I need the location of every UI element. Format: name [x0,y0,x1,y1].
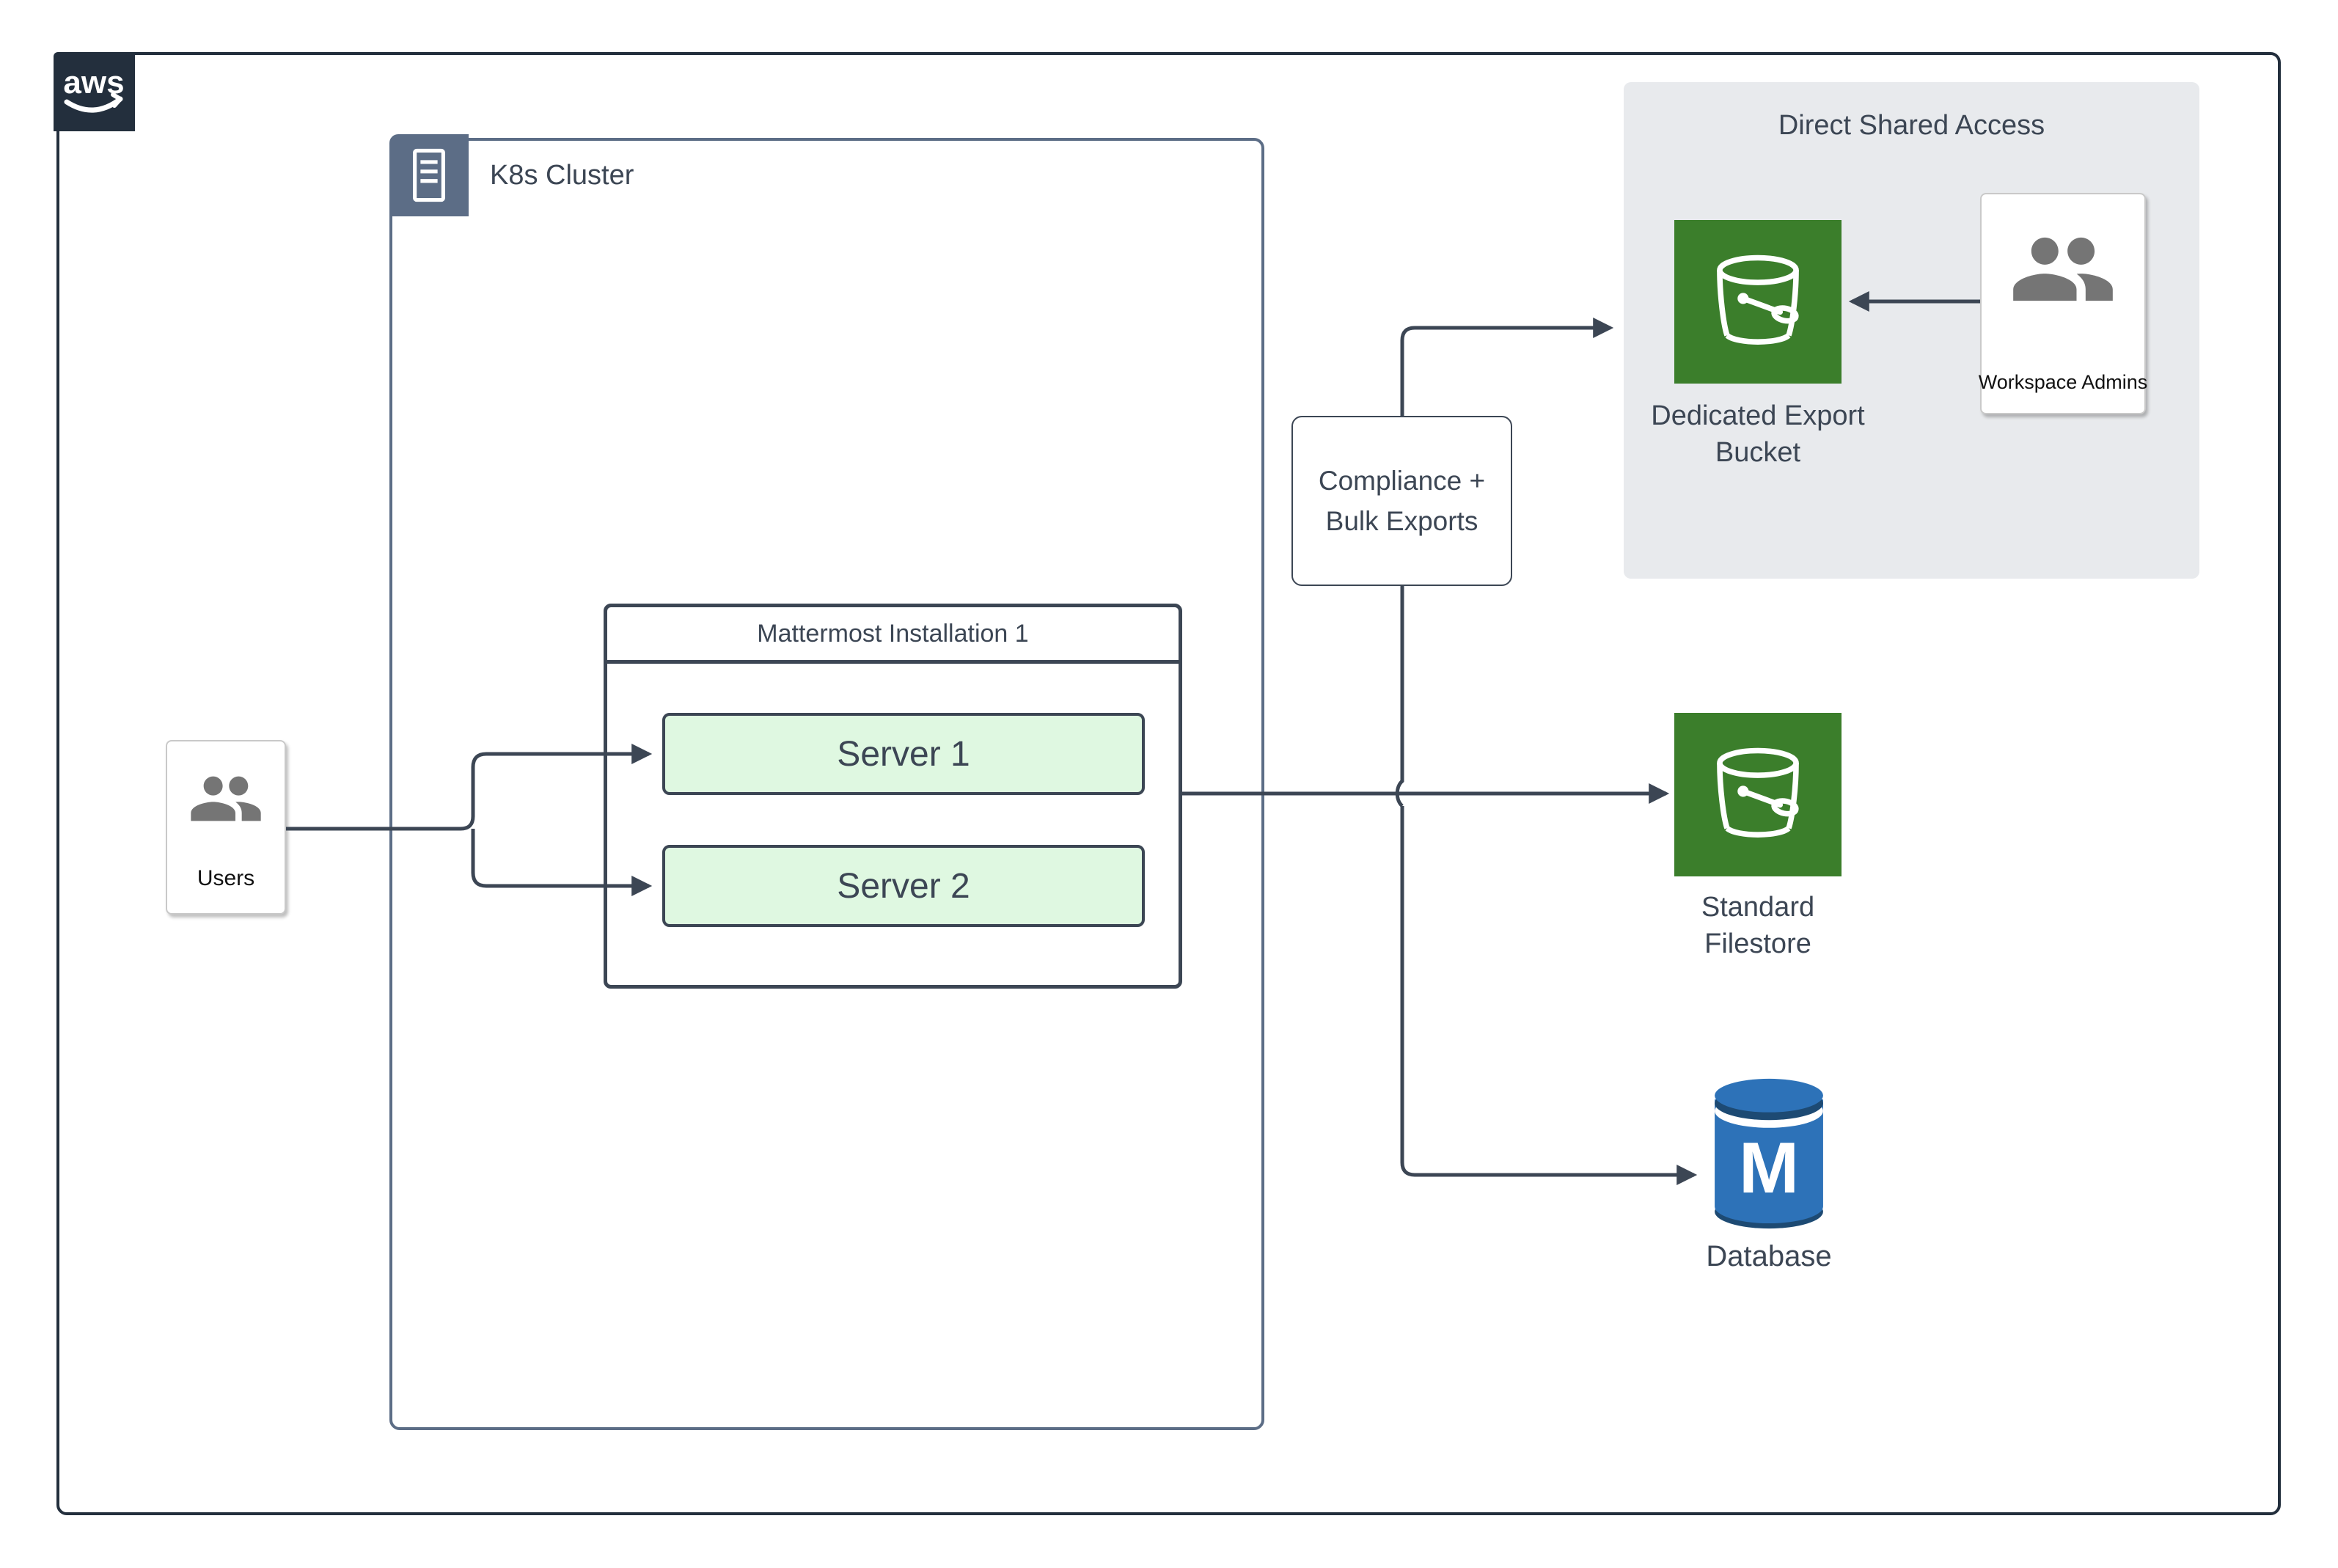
users-label: Users [197,866,255,890]
mattermost-installation-title: Mattermost Installation 1 [607,607,1179,664]
k8s-cluster-label: K8s Cluster [490,160,634,191]
server-1-label: Server 1 [837,734,970,774]
s3-bucket-icon [1717,254,1799,345]
k8s-cluster-tab [389,134,469,216]
workspace-admins-icon [2013,237,2113,301]
s3-bucket-icon [1717,747,1799,838]
compliance-label-line2: Bulk Exports [1325,506,1478,536]
server-2-box: Server 2 [662,845,1145,927]
workspace-admins-label: Workspace Admins [1978,371,2148,393]
direct-shared-access-title: Direct Shared Access [1778,110,2045,141]
server-1-box: Server 1 [662,713,1145,795]
standard-filestore-bucket [1674,713,1842,876]
workspace-admins-card: Workspace Admins [1978,193,2148,414]
users-icon [191,776,261,821]
dedicated-export-bucket-label: Dedicated Export Bucket [1651,400,1865,468]
database-letter: M [1739,1127,1799,1208]
compliance-bulk-exports-box: Compliance + Bulk Exports [1291,416,1512,586]
database-shape: M [1704,1071,1833,1237]
mattermost-installation-box: Mattermost Installation 1 Server 1 Serve… [604,604,1182,989]
aws-logo-icon: aws [63,65,125,113]
aws-cloud-boundary [56,52,2281,1515]
compliance-label-line1: Compliance + [1318,466,1486,496]
standard-filestore-label: Standard Filestore [1701,892,1815,959]
aws-logo: aws [54,52,135,131]
users-card: Users [166,740,286,915]
database-cylinder-icon: M [1715,1078,1823,1229]
aws-smile-icon [64,96,123,113]
dedicated-export-bucket [1674,220,1842,384]
database-label: Database [1706,1240,1832,1272]
server-rack-icon [413,148,445,202]
server-2-label: Server 2 [837,866,970,906]
